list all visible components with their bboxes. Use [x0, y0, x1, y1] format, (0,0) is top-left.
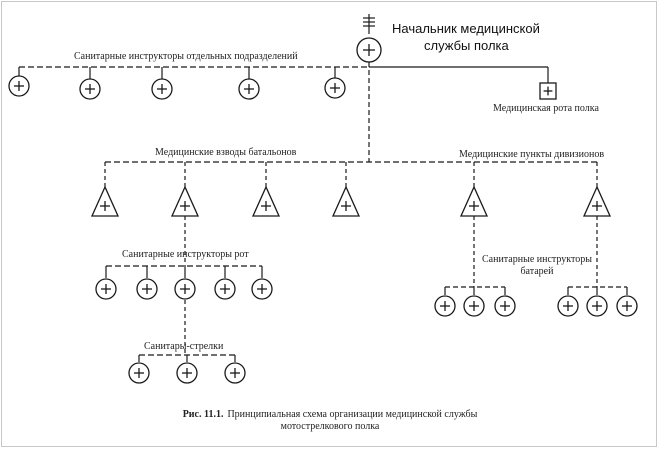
unit-instructor-symbol	[79, 78, 101, 100]
chief-title-line2: службы полка	[424, 38, 509, 53]
battery-instructor-symbol	[494, 295, 516, 317]
orderlies-label: Санитары-стрелки	[144, 341, 224, 352]
orderly-symbol	[128, 362, 150, 384]
unit-instructor-symbol	[324, 77, 346, 99]
division-points-label: Медицинские пункты дивизионов	[459, 149, 605, 160]
medical-company-symbol	[539, 82, 557, 100]
battery-instructors-label: Санитарные инструкторы батарей	[482, 254, 592, 278]
platoon-symbol	[251, 185, 281, 217]
orderly-symbol	[224, 362, 246, 384]
medical-company-label: Медицинская рота полка	[493, 103, 599, 114]
battery-instructors-line1: Санитарные инструкторы	[482, 254, 592, 265]
caption-figure-number: Рис. 11.1.	[182, 409, 224, 420]
battalion-platoons-label: Медицинские взводы батальонов	[155, 147, 297, 158]
battery-instructors-line2: батарей	[520, 266, 554, 277]
orderly-symbol	[176, 362, 198, 384]
company-instructor-symbol	[214, 278, 236, 300]
caption-line2: мотострелкового полка	[280, 421, 380, 432]
chief-symbol	[356, 37, 382, 63]
battery-instructor-symbol	[463, 295, 485, 317]
unit-instructors-label: Санитарные инструкторы отдельных подразд…	[74, 51, 298, 62]
caption-line1: Рис. 11.1.Принципиальная схема организац…	[134, 409, 526, 421]
unit-instructor-symbol	[151, 78, 173, 100]
battery-instructor-symbol	[616, 295, 638, 317]
company-instructor-symbol	[95, 278, 117, 300]
platoon-symbol	[331, 185, 361, 217]
platoon-symbol	[582, 185, 612, 217]
battery-instructor-symbol	[434, 295, 456, 317]
chief-title-line1: Начальник медицинской	[392, 21, 540, 36]
figure-caption: Рис. 11.1.Принципиальная схема организац…	[134, 409, 526, 433]
battery-instructor-symbol	[586, 295, 608, 317]
battery-instructor-symbol	[557, 295, 579, 317]
platoon-symbol	[170, 185, 200, 217]
company-instructor-symbol	[174, 278, 196, 300]
company-instructor-symbol	[136, 278, 158, 300]
company-instructor-symbol	[251, 278, 273, 300]
company-instructors-label: Санитарные инструкторы рот	[122, 249, 249, 260]
unit-instructor-symbol	[8, 75, 30, 97]
chief-title: Начальник медицинской службы полка	[392, 20, 540, 54]
platoon-symbol	[90, 185, 120, 217]
caption-text-line1: Принципиальная схема организации медицин…	[227, 409, 478, 420]
unit-instructor-symbol	[238, 78, 260, 100]
platoon-symbol	[459, 185, 489, 217]
